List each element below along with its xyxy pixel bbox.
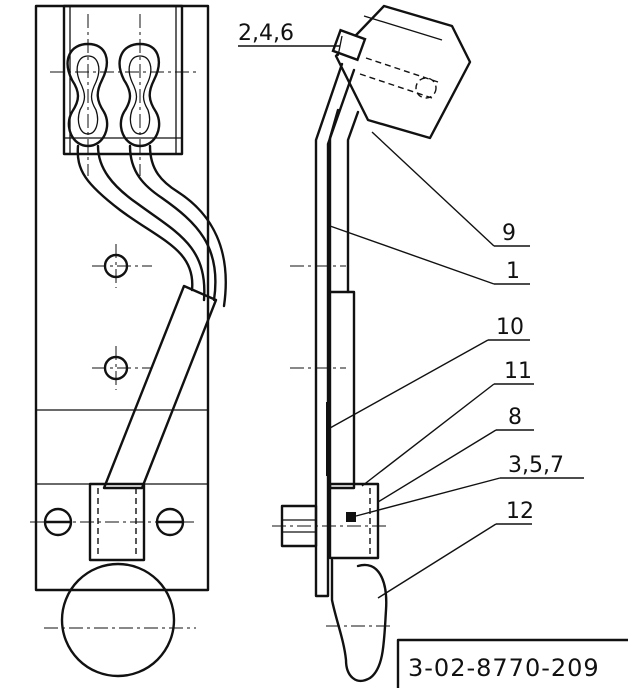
handle-knob xyxy=(60,562,176,678)
cable-loop-right-inner xyxy=(128,55,152,135)
drawing-number: 3-02-8770-209 xyxy=(408,654,600,682)
side-handle-grip xyxy=(330,558,388,683)
drawing-number-frame xyxy=(396,638,628,688)
insulating-sleeve xyxy=(102,284,218,490)
callout-leader-1 xyxy=(329,225,495,285)
callout-label-2-4-6: 2,4,6 xyxy=(238,21,294,46)
side-top-hidden-2 xyxy=(359,73,433,99)
callout-label-3-5-7: 3,5,7 xyxy=(508,453,564,478)
side-top-bracket-edge xyxy=(363,15,443,41)
callout-leader-11 xyxy=(361,383,495,487)
side-clamp-body xyxy=(328,482,380,560)
terminal-block xyxy=(62,4,184,156)
cable-mid2-edge xyxy=(128,144,217,302)
callout-leader-3-5-7 xyxy=(355,477,501,517)
side-insulating-strip xyxy=(326,402,331,476)
side-top-bracket xyxy=(334,4,472,140)
callout-label-1: 1 xyxy=(506,259,520,284)
callout-label-9: 9 xyxy=(502,221,516,246)
side-handle-rod xyxy=(328,108,360,294)
callout-label-12: 12 xyxy=(506,499,534,524)
cable-right-edge xyxy=(148,144,227,308)
side-top-nut xyxy=(331,28,367,62)
callout-label-10: 10 xyxy=(496,315,524,340)
callout-leader-9 xyxy=(371,131,495,247)
callouts: 2,4,6 9 1 10 11 8 3,5,7 12 xyxy=(238,21,584,599)
callout-leader-12 xyxy=(377,523,497,599)
side-top-hidden-1 xyxy=(365,57,439,83)
drawing-number-box: 3-02-8770-209 xyxy=(396,638,628,688)
callout-leader-10 xyxy=(329,339,489,429)
side-handle-sleeve xyxy=(328,290,356,490)
cable-loop-left xyxy=(66,42,109,148)
cable-loop-left-inner xyxy=(76,55,100,135)
cable-mid-edge xyxy=(96,144,206,302)
side-clamp-screw-head xyxy=(346,512,356,522)
cable-loop-right xyxy=(118,42,161,148)
callout-label-11: 11 xyxy=(504,359,532,384)
callout-leader-8 xyxy=(377,429,497,503)
side-view xyxy=(272,4,472,683)
front-view xyxy=(30,4,227,678)
side-top-bolt-end xyxy=(415,77,437,99)
callout-label-8: 8 xyxy=(508,405,522,430)
cable-left-edge xyxy=(76,144,194,292)
